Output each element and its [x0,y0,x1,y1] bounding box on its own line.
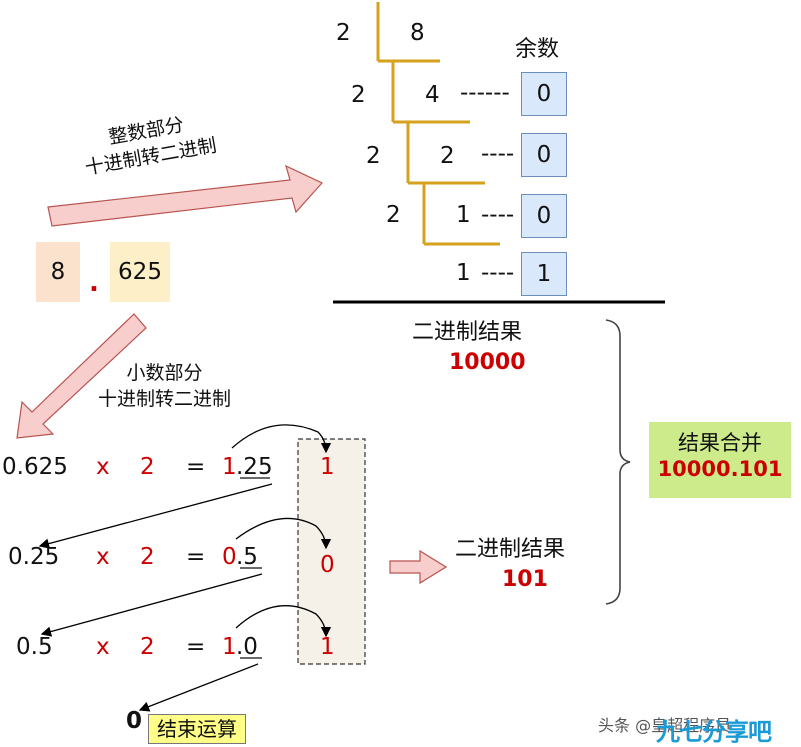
bits-column-box [297,438,366,665]
fraction-step-value: 0.25 [8,544,60,570]
division-bracket-lines [376,2,500,246]
integer-part-arrow [47,164,323,227]
divisor: 2 [336,20,351,46]
remainder-box: 0 [521,72,567,116]
remainder-box: 1 [521,252,567,296]
binary-bit: 1 [320,634,335,660]
binary-bit: 0 [320,552,335,578]
dividend: 2 [440,143,455,169]
binary-bit: 1 [320,454,335,480]
equals-sign: = [186,544,206,570]
fraction-step-value: 0.625 [2,454,68,480]
integer-result-value: 10000 [449,350,526,375]
integer-digit: 1 [222,634,237,660]
dashes: ---- [481,202,515,228]
factor: 2 [140,544,155,570]
fraction-remainder: .0 [236,634,258,660]
fraction-remainder: .25 [236,454,273,480]
dividend: 1 [456,202,471,228]
divisor: 2 [366,143,381,169]
equals-sign: = [186,454,206,480]
fraction-step-value: 0.5 [16,634,53,660]
equals-sign: = [186,634,206,660]
factor: 2 [140,454,155,480]
result-brace [605,319,631,605]
dashes: ------ [460,80,510,106]
integer-input-box: 8 [36,242,80,302]
fraction-result-arrow [389,549,448,585]
remainder-box: 0 [521,194,567,238]
times-sign: x [96,544,110,570]
decimal-point: . [89,268,99,298]
combined-result-box: 结果合并 10000.101 [649,422,791,498]
integer-digit: 1 [222,454,237,480]
times-sign: x [96,634,110,660]
divisor: 2 [351,82,366,108]
dashes: ---- [481,260,515,286]
dashes: ---- [481,141,515,167]
end-zero: 0 [126,708,143,734]
dividend: 1 [456,260,471,286]
fraction-part-label: 小数部分 十进制转二进制 [98,362,232,410]
times-sign: x [96,454,110,480]
fraction-part-arrow [16,313,147,439]
fraction-remainder: .5 [236,544,258,570]
divisor: 2 [386,202,401,228]
fraction-result-label: 二进制结果 [455,537,566,562]
fraction-result-value: 101 [502,567,548,592]
integer-digit: 0 [222,544,237,570]
watermark-text: 头条 @皇超程序员 [598,716,732,735]
dividend: 4 [425,82,440,108]
dividend: 8 [410,20,425,46]
fraction-input-box: 625 [110,242,170,302]
site-logo: 九七分享吧 [656,718,772,746]
factor: 2 [140,634,155,660]
end-label: 结束运算 [148,714,246,744]
remainder-title: 余数 [515,37,560,62]
integer-result-label: 二进制结果 [412,320,523,345]
remainder-box: 0 [521,133,567,177]
